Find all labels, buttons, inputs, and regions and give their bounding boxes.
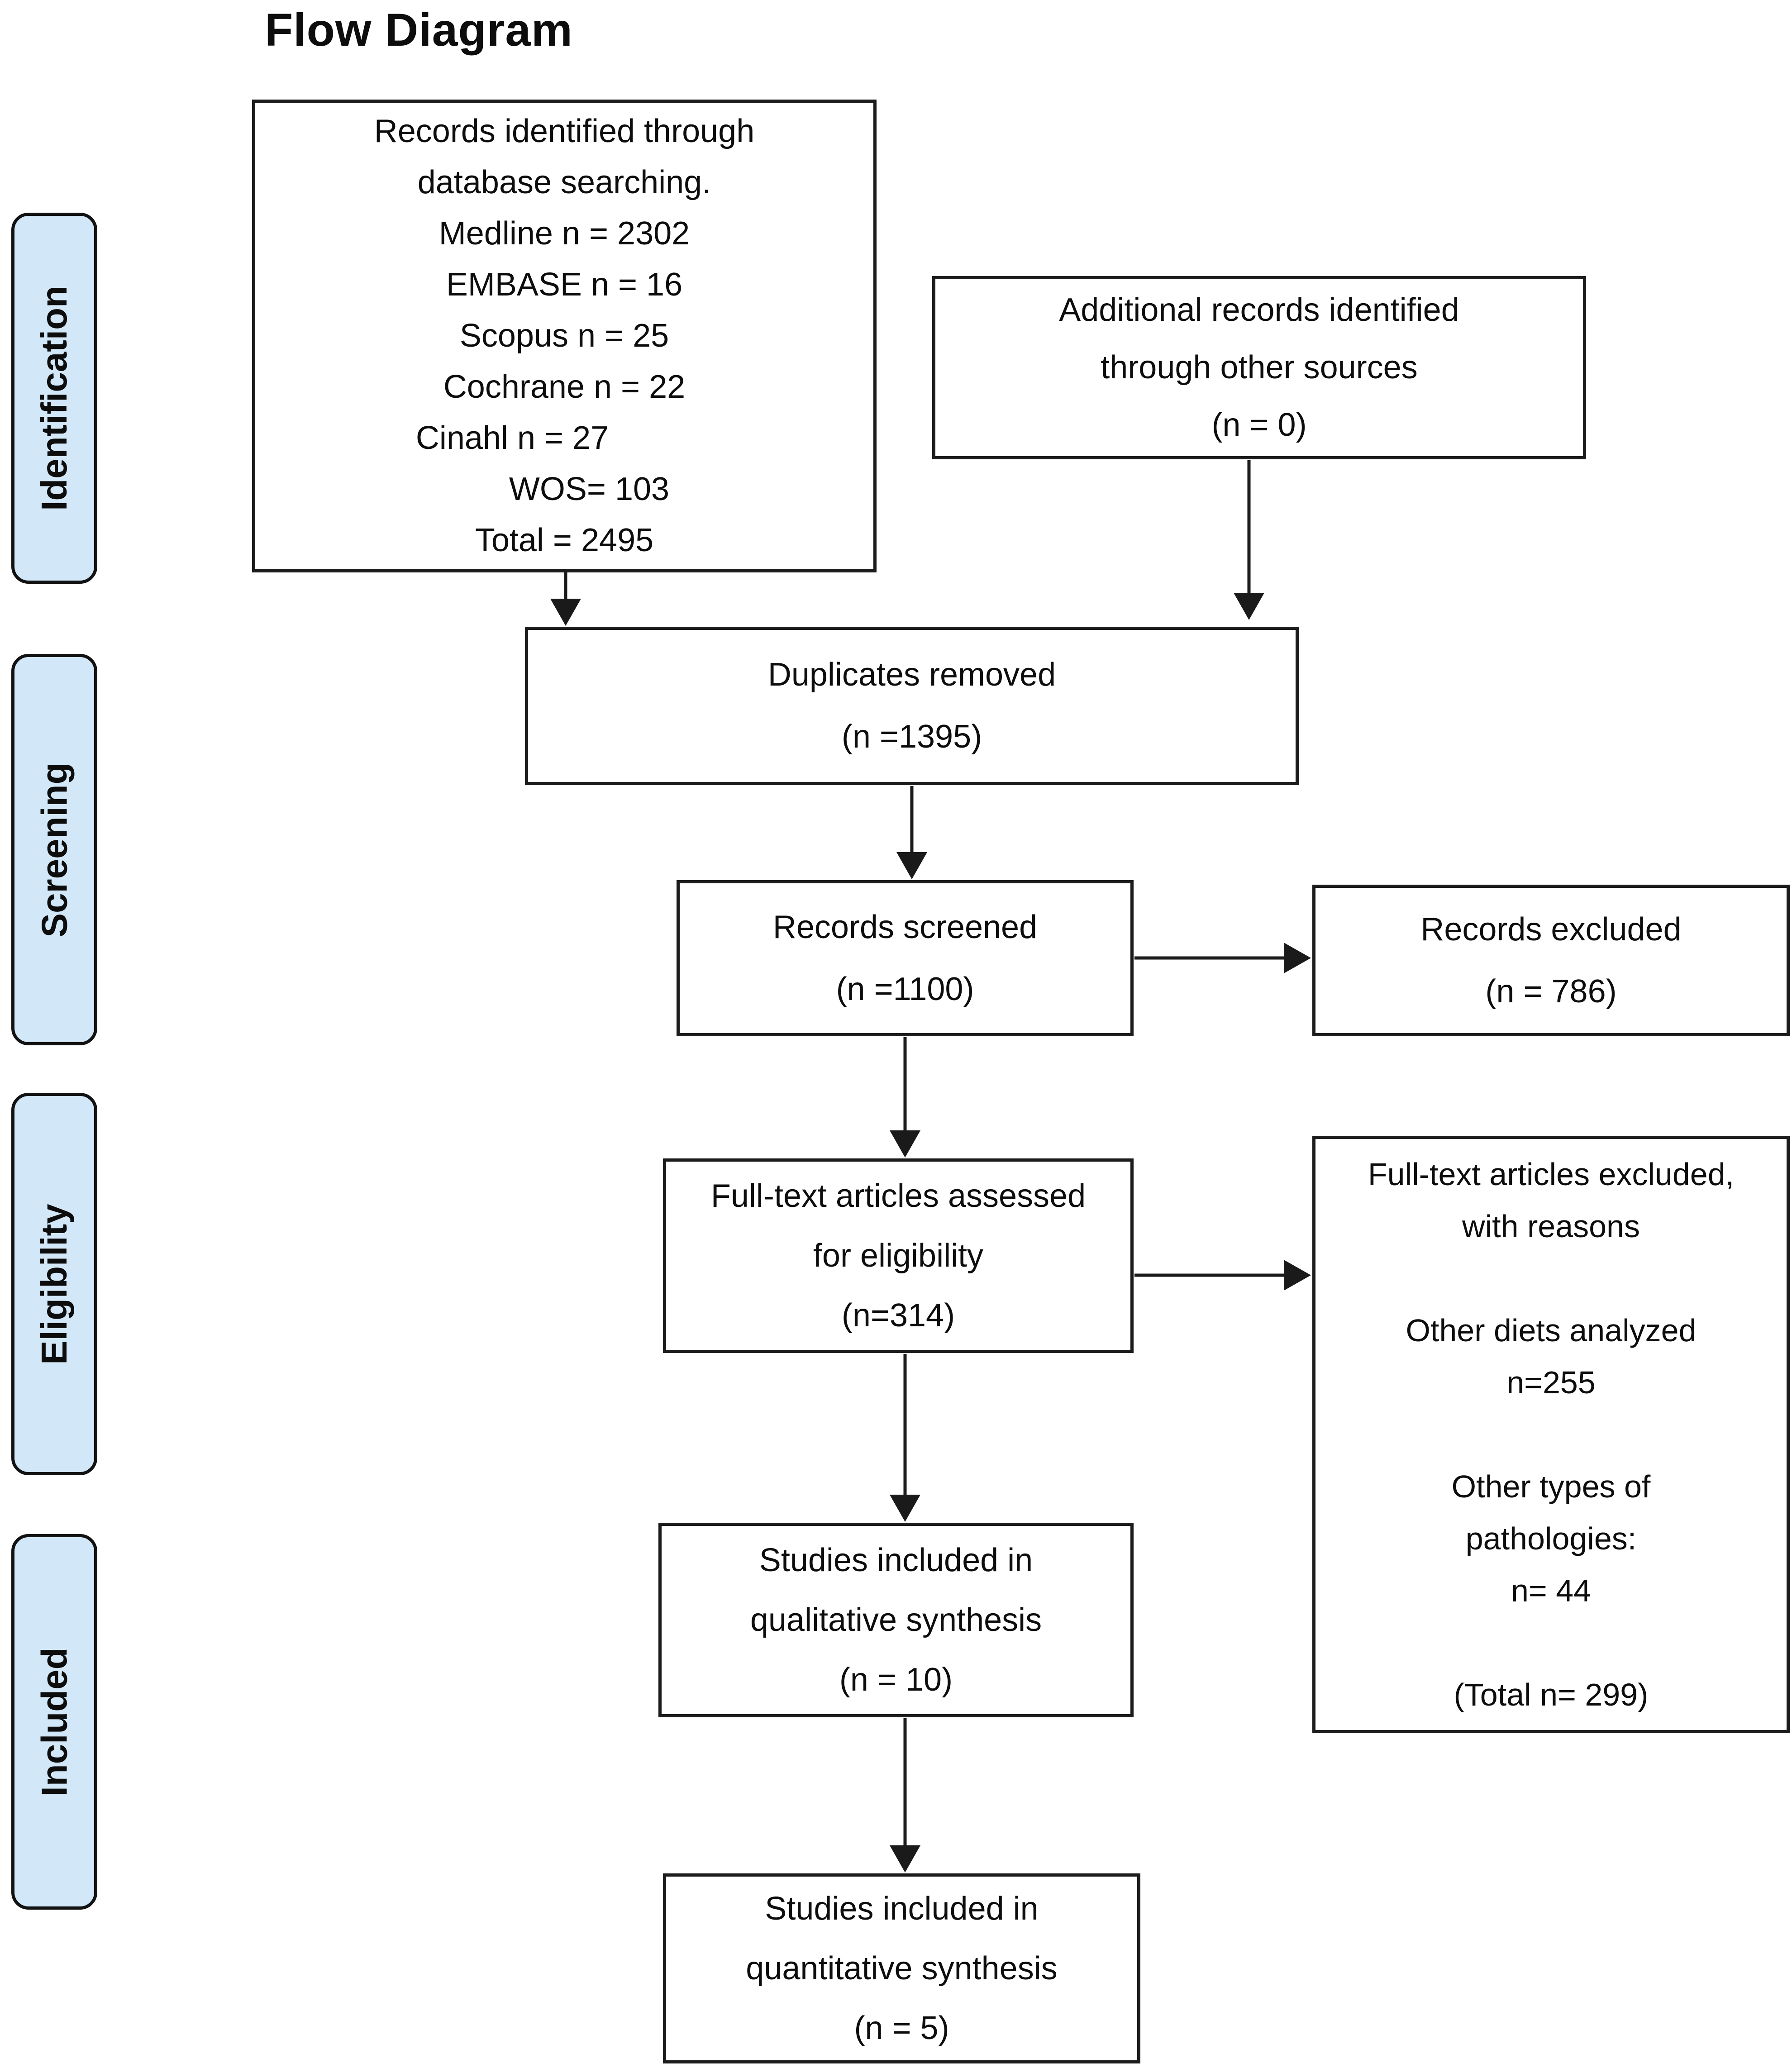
stage-eligibility: Eligibility: [11, 1093, 97, 1475]
box-text-line: qualitative synthesis: [750, 1602, 1042, 1638]
box-text-line: pathologies:: [1465, 1520, 1637, 1556]
records-identified-box: Records identified through database sear…: [252, 100, 877, 572]
arrow-duplicates-to-screened: [896, 786, 927, 879]
page-title: Flow Diagram: [265, 4, 573, 56]
records-screened-box: Records screened (n =1100): [677, 880, 1134, 1036]
arrow-additional-to-duplicates: [1234, 460, 1264, 620]
box-text-line: Scopus n = 25: [459, 318, 669, 354]
box-text-line: Records screened: [772, 909, 1038, 945]
additional-records-box: Additional records identified through ot…: [932, 276, 1586, 459]
stage-label: Eligibility: [34, 1203, 74, 1365]
box-text-line: (n = 10): [839, 1662, 953, 1698]
stage-label: Screening: [34, 762, 75, 937]
records-excluded-box: Records excluded (n = 786): [1312, 885, 1790, 1036]
box-text-line: quantitative synthesis: [746, 1950, 1058, 1987]
arrow-qualitative-to-quantitative: [890, 1718, 920, 1873]
quantitative-synthesis-box: Studies included in quantitative synthes…: [663, 1873, 1140, 2063]
box-text-line: n= 44: [1511, 1572, 1592, 1608]
box-text-line: Other diets analyzed: [1406, 1312, 1697, 1348]
box-text-line: (n =1100): [836, 971, 974, 1007]
arrow-screened-to-fulltext: [890, 1037, 920, 1158]
box-text-line: n=255: [1506, 1364, 1596, 1400]
box-text-line: with reasons: [1462, 1208, 1640, 1244]
box-text-line: Cinahl n = 27: [415, 420, 609, 456]
box-text-line: Full-text articles excluded,: [1368, 1156, 1735, 1192]
stage-label: Included: [34, 1647, 74, 1796]
box-text-line: [1324, 1409, 1778, 1461]
box-text-line: Other types of: [1451, 1468, 1651, 1504]
box-text-line: Full-text articles assessed: [710, 1178, 1086, 1214]
box-text-line: (n =1395): [841, 719, 982, 755]
stage-identification: Identification: [11, 213, 97, 584]
arrow-fulltext-to-fulltext-excluded: [1134, 1260, 1311, 1291]
arrow-fulltext-to-qualitative: [890, 1354, 920, 1522]
box-text-line: Studies included in: [765, 1891, 1039, 1927]
box-text-line: (Total n= 299): [1454, 1677, 1649, 1712]
box-text-line: WOS= 103: [509, 471, 670, 507]
box-text-line: (n = 786): [1485, 973, 1617, 1010]
box-text-line: Records excluded: [1420, 911, 1682, 948]
stage-screening: Screening: [11, 654, 97, 1045]
box-text-line: Additional records identified: [1059, 292, 1459, 328]
box-text-line: Studies included in: [759, 1542, 1033, 1578]
arrow-screened-to-excluded: [1134, 943, 1311, 973]
box-text-line: for eligibility: [813, 1238, 984, 1274]
stage-included: Included: [11, 1534, 97, 1910]
box-text-line: Records identified through: [374, 113, 755, 149]
box-text-line: Duplicates removed: [767, 657, 1056, 693]
box-text-line: Medline n = 2302: [438, 215, 690, 252]
fulltext-assessed-box: Full-text articles assessed for eligibil…: [663, 1158, 1134, 1353]
arrow-identified-to-duplicates: [550, 572, 581, 626]
qualitative-synthesis-box: Studies included in qualitative synthesi…: [658, 1523, 1134, 1717]
box-text-line: EMBASE n = 16: [446, 267, 683, 303]
box-text-line: (n = 5): [854, 2010, 949, 2046]
box-text-line: database searching.: [417, 164, 711, 200]
box-text-line: through other sources: [1101, 349, 1418, 386]
stage-label: Identification: [34, 286, 74, 511]
box-text-line: (n=314): [841, 1297, 955, 1334]
box-text-line: [1324, 1253, 1778, 1305]
box-text-line: Cochrane n = 22: [443, 369, 686, 405]
duplicates-removed-box: Duplicates removed (n =1395): [525, 627, 1299, 785]
fulltext-excluded-box: Full-text articles excluded, with reason…: [1312, 1136, 1790, 1733]
box-text-line: Total = 2495: [475, 522, 654, 558]
box-text-line: [1324, 1617, 1778, 1669]
box-text-line: (n = 0): [1211, 407, 1307, 443]
